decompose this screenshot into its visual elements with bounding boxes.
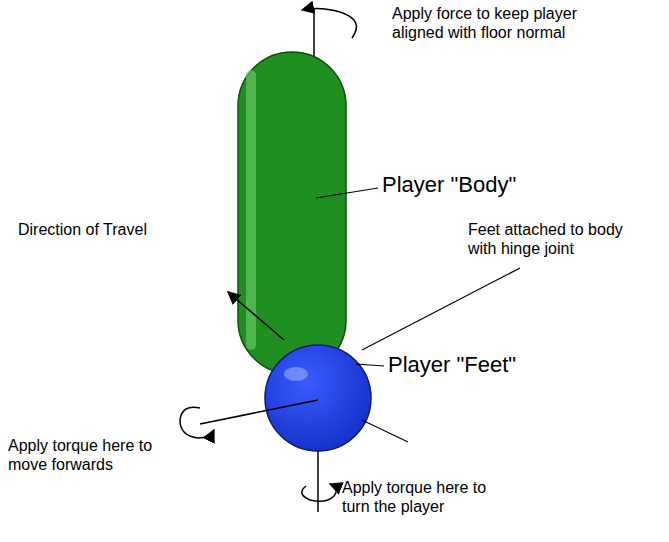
part-name: Player "Body" bbox=[382, 172, 572, 198]
leader-line bbox=[362, 420, 408, 442]
torque-note: Apply torque here to turn the player bbox=[342, 478, 502, 516]
body-capsule bbox=[238, 52, 346, 374]
torque-note: Apply torque here to move forwards bbox=[8, 436, 168, 474]
forward-axis bbox=[200, 400, 318, 424]
feet-sphere bbox=[265, 345, 371, 451]
rotation-arrow bbox=[302, 8, 356, 38]
turn-axis bbox=[317, 451, 319, 512]
direction-note: Direction of Travel bbox=[18, 220, 188, 239]
torque-arrow bbox=[180, 407, 214, 438]
part-name: Player "Feet" bbox=[388, 352, 578, 378]
joint-note: Feet attached to body with hinge joint bbox=[468, 220, 653, 258]
normal-line bbox=[313, 8, 315, 60]
leader-line bbox=[362, 268, 520, 350]
leader-line bbox=[356, 364, 384, 366]
torque-arrow bbox=[302, 484, 336, 501]
feet-highlight bbox=[284, 367, 308, 381]
leader-line bbox=[316, 188, 378, 198]
force-note: Apply force to keep player aligned with … bbox=[392, 4, 592, 42]
travel-arrow bbox=[228, 292, 284, 340]
